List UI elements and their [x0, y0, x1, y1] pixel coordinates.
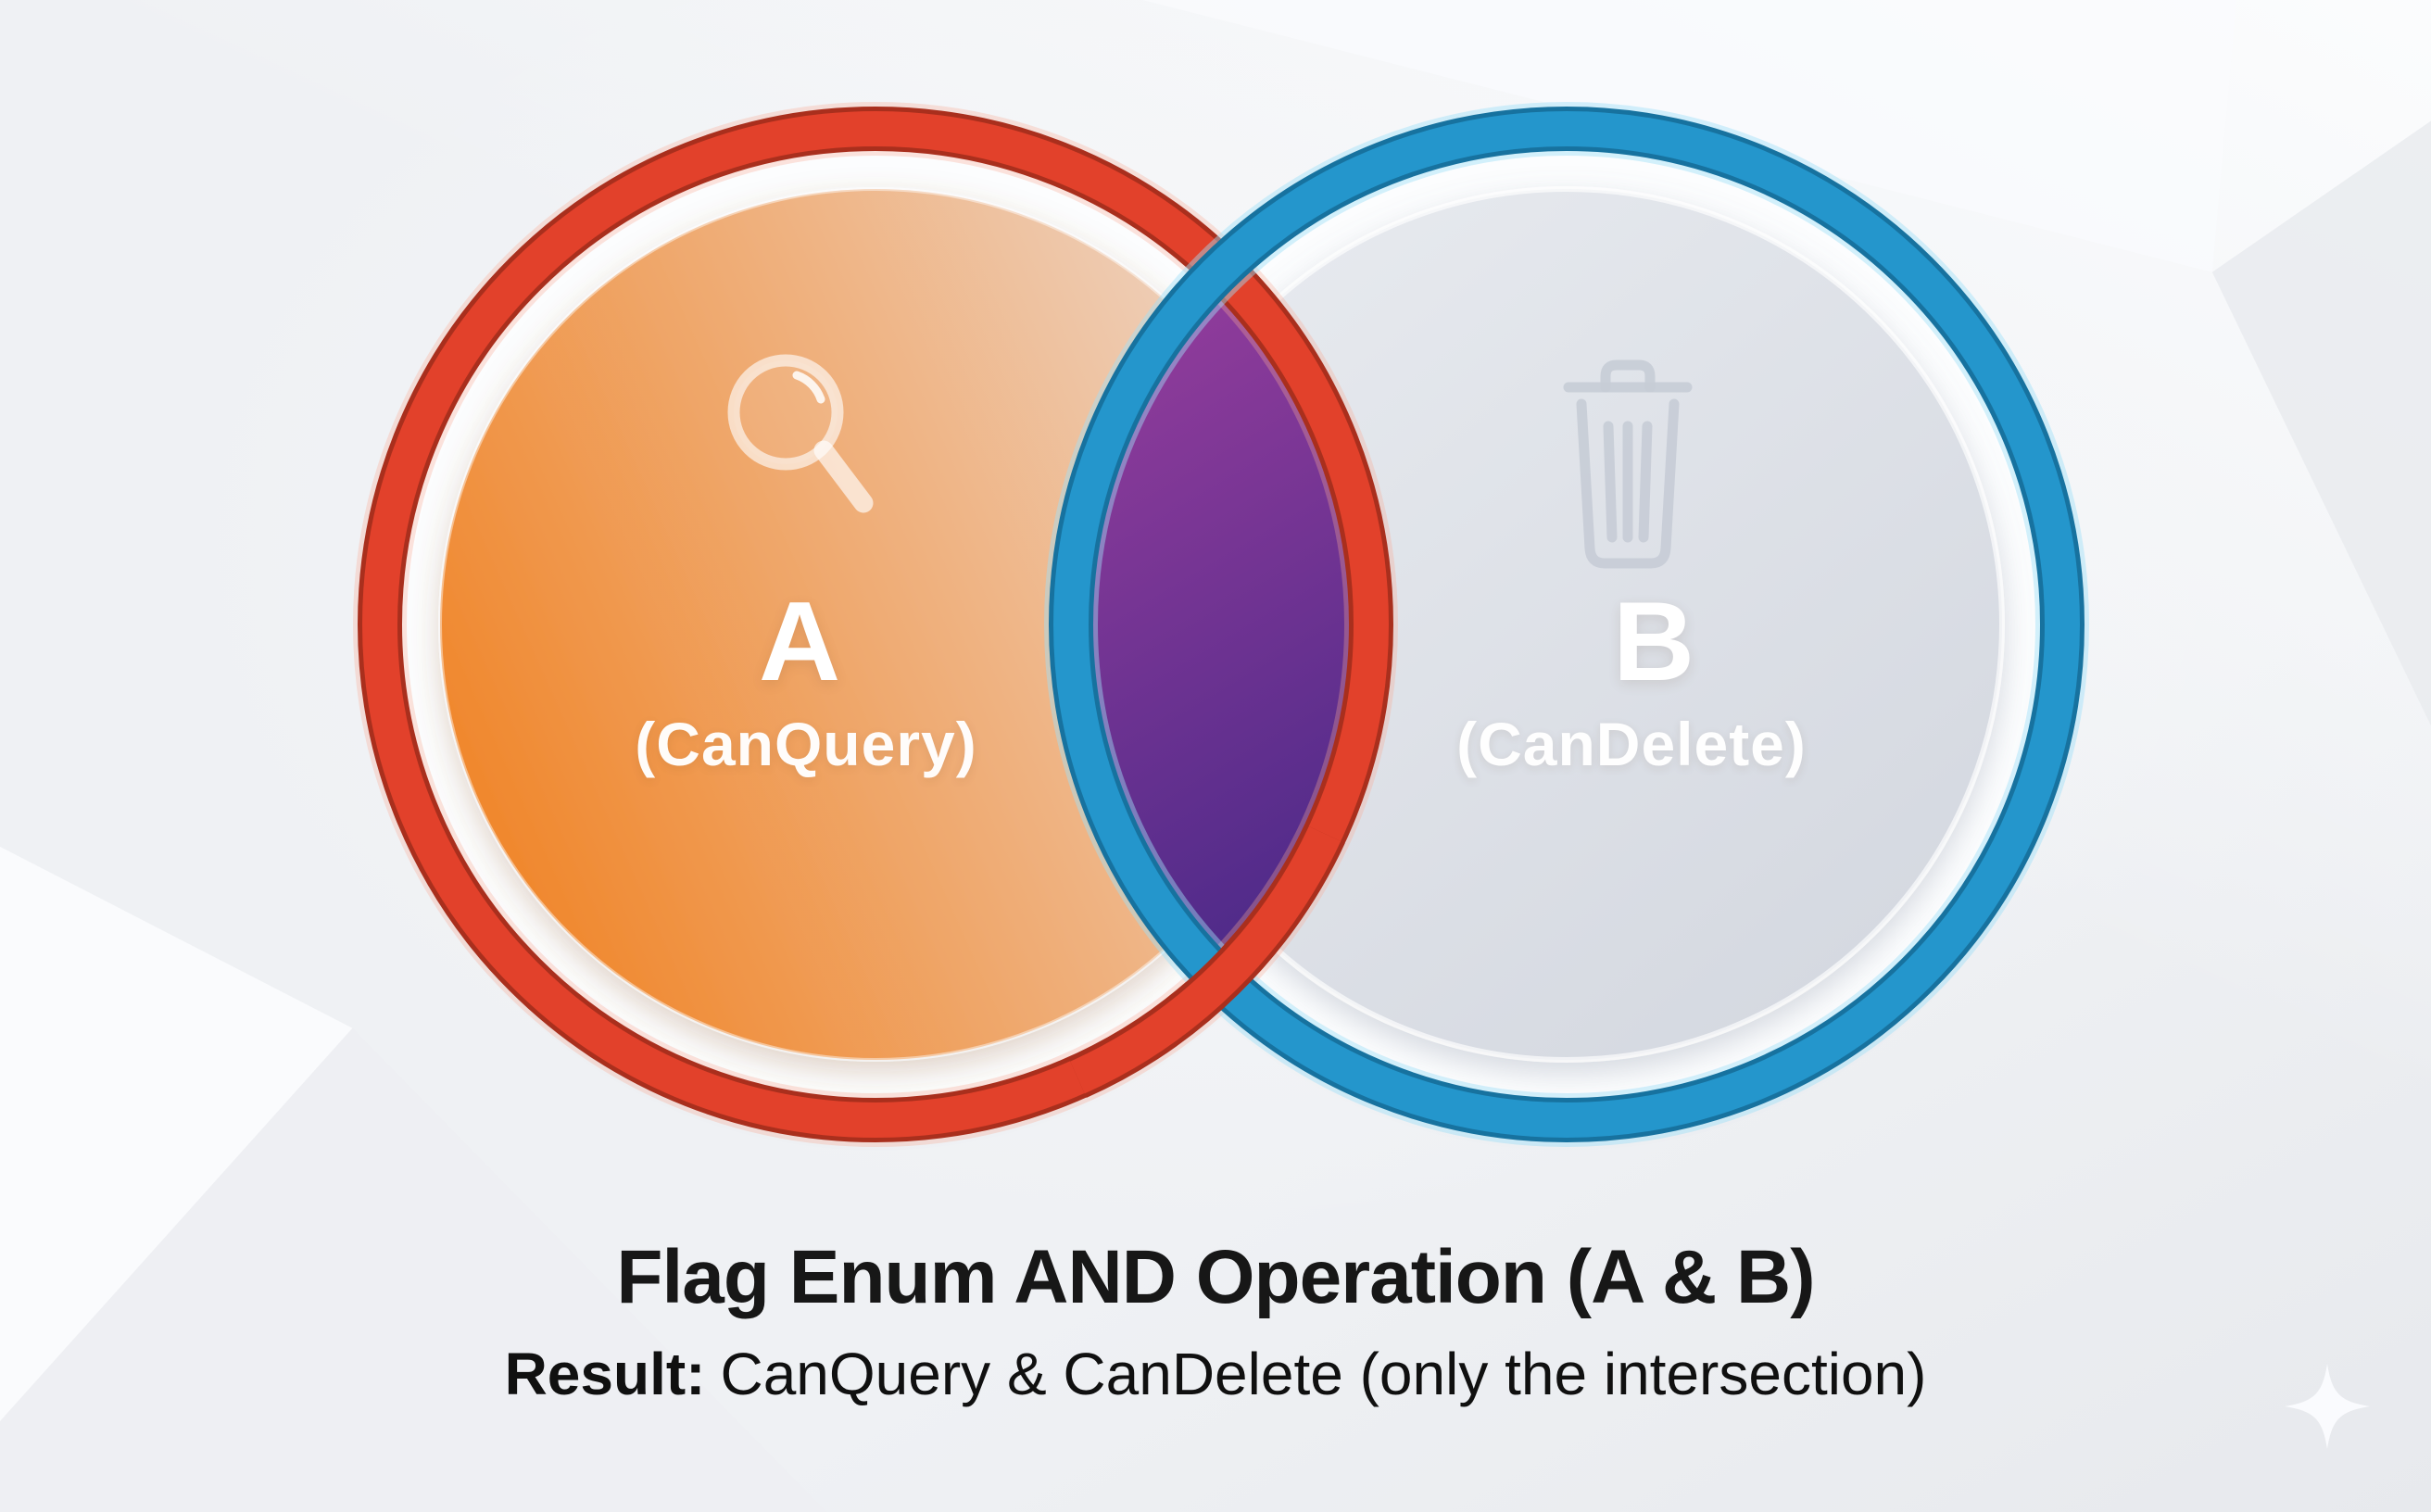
caption-result: Result:CanQuery & CanDelete (only the in… — [0, 1340, 2431, 1408]
set-b-label: B — [1612, 578, 1697, 704]
set-a-sublabel: (CanQuery) — [635, 710, 977, 778]
ring-b — [1053, 111, 2080, 1138]
sparkle-icon — [2285, 1364, 2370, 1449]
caption-result-label: Result: — [504, 1341, 706, 1407]
set-b-sublabel: (CanDelete) — [1456, 710, 1807, 778]
set-a-label: A — [758, 578, 843, 704]
ring-a-overlap — [1070, 825, 1341, 1094]
caption-title: Flag Enum AND Operation (A & B) — [616, 1235, 1815, 1319]
trash-icon — [1563, 359, 1693, 569]
ring-a — [362, 111, 1389, 1138]
caption-result-text: CanQuery & CanDelete (only the intersect… — [720, 1341, 1927, 1407]
magnifier-icon — [727, 354, 874, 513]
